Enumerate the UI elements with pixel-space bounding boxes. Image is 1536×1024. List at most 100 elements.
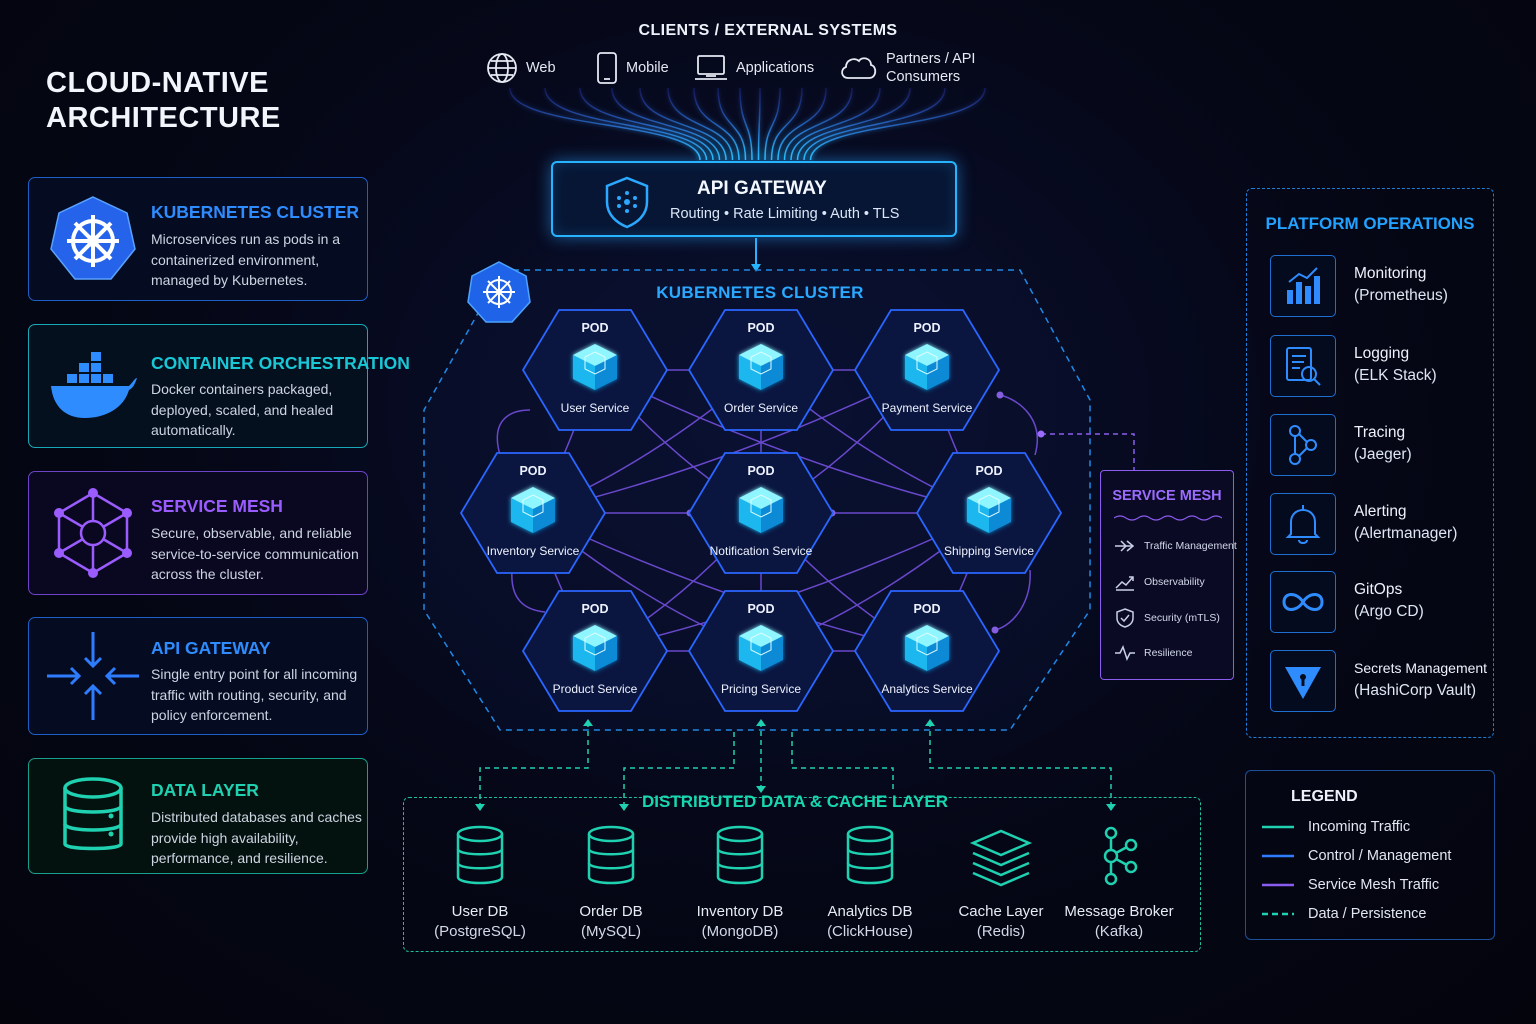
cluster-title: KUBERNETES CLUSTER bbox=[656, 283, 864, 302]
cloud-icon bbox=[841, 57, 877, 79]
mesh-icon bbox=[54, 488, 132, 578]
database-icon bbox=[716, 825, 764, 885]
data-layer-title: DISTRIBUTED DATA & CACHE LAYER bbox=[641, 792, 948, 811]
card-description: Distributed databases and caches provide… bbox=[151, 809, 362, 866]
ops-item-tracing: Tracing (Jaeger) bbox=[1270, 414, 1490, 478]
fan-line bbox=[544, 87, 708, 161]
mesh-item-security: Security (mTLS) bbox=[1114, 608, 1220, 628]
mobile-icon bbox=[597, 52, 617, 84]
mesh-item-resilience: Resilience bbox=[1114, 645, 1192, 661]
card-api-gateway: API GATEWAY Single entry point for all i… bbox=[28, 617, 368, 735]
data-layer-panel bbox=[403, 797, 1201, 952]
card-description: Microservices run as pods in a container… bbox=[151, 231, 341, 288]
service-name: User Service bbox=[560, 401, 630, 415]
ops-item-gitops: GitOps (Argo CD) bbox=[1270, 571, 1490, 635]
bell-icon bbox=[1285, 505, 1321, 544]
ops-item-monitoring: Monitoring (Prometheus) bbox=[1270, 255, 1490, 319]
data-item-name: Analytics DB bbox=[827, 903, 913, 920]
pod-label: POD bbox=[747, 321, 775, 335]
ops-item-name: Logging bbox=[1354, 345, 1410, 362]
service-name: Product Service bbox=[552, 682, 638, 696]
container-cube-icon bbox=[573, 625, 617, 671]
mesh-connection bbox=[511, 569, 546, 613]
client-label: Applications bbox=[736, 60, 815, 76]
legend-title: LEGEND bbox=[1291, 788, 1358, 805]
ops-item-name: Alerting bbox=[1354, 503, 1407, 520]
service-name: Order Service bbox=[723, 401, 799, 415]
service-name: Shipping Service bbox=[943, 544, 1035, 558]
data-item-name: User DB bbox=[451, 903, 509, 920]
data-item-user-db: User DB (PostgreSQL) bbox=[405, 825, 555, 942]
legend-panel bbox=[1245, 770, 1495, 940]
legend-swatch-incoming bbox=[1262, 825, 1294, 829]
data-item-inventory-db: Inventory DB (MongoDB) bbox=[665, 825, 815, 942]
ops-item-logging: Logging (ELK Stack) bbox=[1270, 335, 1490, 399]
pod-label: POD bbox=[747, 464, 775, 478]
legend-label: Service Mesh Traffic bbox=[1308, 877, 1440, 893]
container-cube-icon bbox=[739, 625, 783, 671]
fan-line bbox=[509, 87, 701, 161]
legend-swatch-mesh bbox=[1262, 883, 1294, 887]
card-title: DATA LAYER bbox=[151, 780, 259, 800]
api-gateway-subtitle: Routing • Rate Limiting • Auth • TLS bbox=[670, 206, 900, 222]
ops-item-sub: (ELK Stack) bbox=[1354, 367, 1437, 384]
container-cube-icon bbox=[511, 487, 555, 533]
fan-line bbox=[693, 87, 740, 161]
fan-line bbox=[757, 87, 761, 161]
client-label: Web bbox=[526, 60, 556, 76]
legend-label: Data / Persistence bbox=[1308, 906, 1427, 922]
client-label: Mobile bbox=[626, 60, 669, 76]
data-item-name: Message Broker bbox=[1064, 903, 1174, 920]
mesh-node bbox=[991, 626, 999, 634]
data-item-sub: (Kafka) bbox=[1094, 923, 1144, 940]
mesh-node bbox=[996, 391, 1004, 399]
service-name: Inventory Service bbox=[486, 544, 580, 558]
pod-label: POD bbox=[581, 321, 609, 335]
service-mesh-title: SERVICE MESH bbox=[1112, 488, 1222, 504]
service-name: Payment Service bbox=[881, 401, 973, 415]
client-label: Partners / API bbox=[886, 51, 976, 67]
fan-line bbox=[777, 87, 827, 161]
gateway-arrows-icon bbox=[47, 632, 139, 720]
data-item-sub: (Redis) bbox=[976, 923, 1026, 940]
legend-swatch-data bbox=[1262, 912, 1294, 916]
pod-label: POD bbox=[581, 602, 609, 616]
data-item-order-db: Order DB (MySQL) bbox=[536, 825, 686, 942]
fan-line bbox=[611, 87, 721, 161]
platform-operations-panel bbox=[1246, 188, 1494, 738]
mesh-item-traffic: Traffic Management bbox=[1114, 538, 1237, 554]
card-data-layer: DATA LAYER Distributed databases and cac… bbox=[28, 758, 368, 874]
service-mesh-panel bbox=[1100, 470, 1234, 680]
card-service-mesh: SERVICE MESH Secure, observable, and rel… bbox=[28, 471, 368, 595]
mesh-item-observability: Observability bbox=[1114, 573, 1205, 591]
pod-label: POD bbox=[975, 464, 1003, 478]
shield-check-icon bbox=[1116, 608, 1134, 628]
database-icon bbox=[846, 825, 894, 885]
card-container-orchestration: CONTAINER ORCHESTRATION Docker container… bbox=[28, 324, 410, 448]
vault-icon bbox=[1285, 667, 1321, 699]
ops-item-sub: (Alertmanager) bbox=[1354, 525, 1458, 542]
container-cube-icon bbox=[967, 487, 1011, 533]
card-title: KUBERNETES CLUSTER bbox=[151, 202, 360, 222]
chart-line-icon bbox=[1115, 576, 1134, 591]
container-cube-icon bbox=[739, 487, 783, 533]
api-gateway-title: API GATEWAY bbox=[697, 178, 827, 199]
globe-icon bbox=[487, 53, 517, 83]
log-search-icon bbox=[1286, 347, 1321, 386]
pod-label: POD bbox=[913, 602, 941, 616]
legend-item: Incoming Traffic bbox=[1262, 819, 1410, 835]
card-description: Docker containers packaged, deployed, sc… bbox=[151, 381, 334, 438]
laptop-icon bbox=[695, 55, 727, 80]
wave-divider bbox=[1114, 515, 1222, 521]
data-item-sub: (ClickHouse) bbox=[827, 923, 913, 940]
client-applications: Applications bbox=[694, 48, 814, 88]
docker-icon bbox=[51, 352, 137, 418]
mesh-item-label: Security (mTLS) bbox=[1144, 612, 1220, 624]
fan-line bbox=[809, 87, 986, 161]
ops-item-sub: (HashiCorp Vault) bbox=[1354, 682, 1477, 699]
mesh-connection bbox=[994, 569, 1031, 631]
card-title: API GATEWAY bbox=[151, 638, 271, 658]
ops-item-sub: (Prometheus) bbox=[1354, 287, 1448, 304]
